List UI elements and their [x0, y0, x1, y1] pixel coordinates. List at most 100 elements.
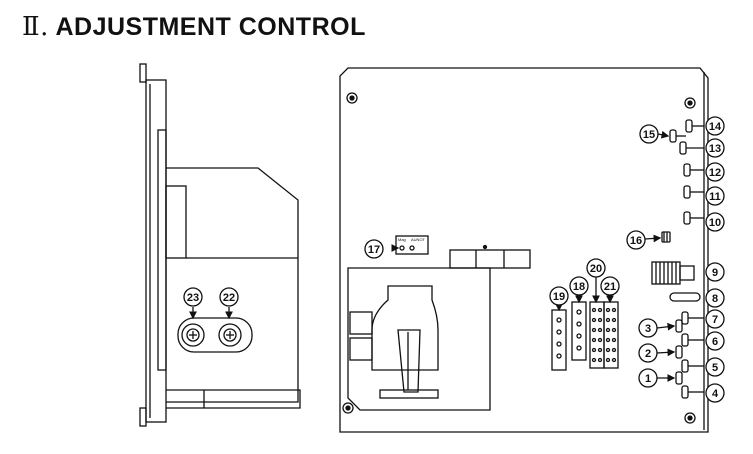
callout-4-circle: [705, 383, 725, 403]
terminal-strip-20: [589, 301, 605, 369]
callout-6-circle: [705, 331, 725, 351]
side-housing: [166, 167, 299, 403]
board-17-pad[interactable]: [399, 245, 405, 251]
trimmer-12[interactable]: [683, 163, 704, 177]
trimmer-3[interactable]: [675, 319, 683, 333]
arrow-16: [644, 234, 662, 243]
callout-12-label: 12: [709, 167, 721, 179]
screw-bottom-left: [342, 402, 354, 414]
callout-18: 18: [569, 276, 589, 296]
pot-23-knob[interactable]: [181, 323, 205, 347]
arrow-3: [656, 322, 676, 331]
callout-5: 5: [705, 357, 725, 377]
callout-8-circle: [705, 288, 725, 308]
callout-19: 19: [549, 286, 569, 306]
callout-10-label: 10: [709, 217, 721, 229]
callout-4: 4: [705, 383, 725, 403]
side-upper-block: [165, 185, 187, 259]
trimmer-15[interactable]: [669, 129, 686, 143]
callout-3-circle: [638, 318, 658, 338]
callout-8-label: 8: [712, 293, 718, 305]
callout-20-circle: [586, 258, 606, 278]
side-top-tab: [139, 63, 147, 83]
trimmer-13[interactable]: [679, 141, 704, 155]
callout-22: 22: [219, 287, 239, 307]
trimmer-14[interactable]: [685, 119, 704, 133]
callout-13-circle: [705, 138, 725, 158]
callout-15-label: 15: [643, 129, 655, 141]
screw-top-right: [684, 97, 696, 109]
pot-22-knob[interactable]: [218, 323, 242, 347]
callout-4-label: 4: [712, 388, 719, 400]
section-title: ADJUSTMENT CONTROL: [55, 13, 366, 41]
trimmer-10[interactable]: [683, 211, 704, 225]
callout-15: 15: [639, 124, 659, 144]
trimmer-16[interactable]: [661, 231, 671, 243]
callout-21: 21: [600, 276, 620, 296]
callout-3-label: 3: [645, 323, 651, 335]
callout-5-circle: [705, 357, 725, 377]
trimmer-5[interactable]: [681, 359, 704, 373]
trimmer-2[interactable]: [675, 345, 683, 359]
callout-7-circle: [705, 309, 725, 329]
callout-6-label: 6: [712, 336, 718, 348]
meter-side-block-upper: [349, 311, 373, 335]
side-base-strip: [166, 389, 301, 409]
callout-16: 16: [626, 230, 646, 250]
trimmer-6[interactable]: [681, 333, 704, 347]
callout-1-circle: [638, 368, 658, 388]
terminal-strip-21: [603, 301, 619, 369]
callout-9: 9: [705, 262, 725, 282]
callout-16-label: 16: [630, 235, 642, 247]
side-mounting-plate: [145, 79, 167, 423]
callout-10-circle: [705, 212, 725, 232]
trimmer-7[interactable]: [681, 311, 704, 325]
section-numeral: Ⅱ.: [22, 12, 49, 42]
side-bottom-tab: [139, 407, 147, 427]
meter-housing: [347, 267, 491, 411]
callout-11: 11: [705, 186, 725, 206]
callout-22-circle: [219, 287, 239, 307]
callout-8: 8: [705, 288, 725, 308]
callout-12: 12: [705, 162, 725, 182]
arrow-2: [656, 348, 676, 357]
trimmer-11[interactable]: [683, 185, 704, 199]
trimmer-4[interactable]: [681, 385, 704, 399]
callout-21-circle: [600, 276, 620, 296]
callout-17-circle: [364, 239, 384, 259]
callout-17-label: 17: [368, 244, 380, 256]
callout-15-circle: [639, 124, 659, 144]
front-panel-outline: [339, 67, 709, 433]
callout-3: 3: [638, 318, 658, 338]
callout-14-label: 14: [709, 121, 722, 133]
component-9[interactable]: [651, 261, 695, 285]
callout-11-circle: [705, 186, 725, 206]
callout-7: 7: [705, 309, 725, 329]
board-17-pad[interactable]: [409, 245, 415, 251]
callout-1: 1: [638, 368, 658, 388]
callout-18-label: 18: [573, 281, 585, 293]
callout-13-label: 13: [709, 143, 721, 155]
callout-2: 2: [638, 343, 658, 363]
meter-pointer: [397, 329, 421, 393]
callout-20: 20: [586, 258, 606, 278]
callout-22-label: 22: [223, 292, 235, 304]
callout-11-label: 11: [709, 191, 721, 203]
trimmer-1[interactable]: [675, 371, 683, 385]
arrow-15: [657, 130, 670, 139]
callout-10: 10: [705, 212, 725, 232]
callout-2-label: 2: [645, 348, 651, 360]
board-17-label-1: Mag: [398, 237, 406, 242]
meter-base: [379, 389, 439, 399]
component-8[interactable]: [669, 292, 701, 302]
meter-top-block: [449, 249, 531, 269]
terminal-strip-19: [551, 309, 567, 371]
callout-18-circle: [569, 276, 589, 296]
screw-bottom-right: [684, 412, 696, 424]
callout-17: 17: [364, 239, 384, 259]
callout-14: 14: [705, 116, 725, 136]
front-view: Mag AUNOT: [339, 67, 709, 433]
callout-16-circle: [626, 230, 646, 250]
meter-movement: [371, 285, 439, 371]
side-pot-bracket: [177, 317, 253, 353]
